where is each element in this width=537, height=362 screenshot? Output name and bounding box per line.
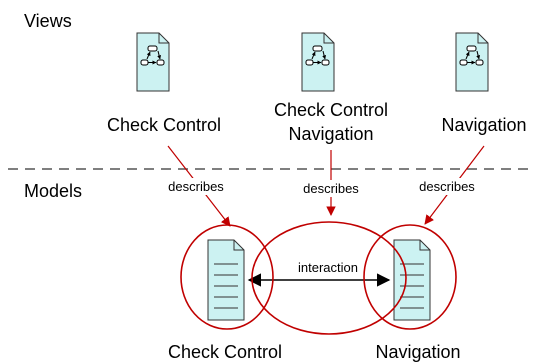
view-document-icon-check-control-navigation — [302, 33, 334, 91]
view-label-navigation: Navigation — [441, 115, 526, 135]
view-document-icon-check-control — [137, 33, 169, 91]
interaction-label-bg — [291, 259, 365, 276]
view-document-icon-navigation — [456, 33, 488, 91]
view-label-check-control: Check Control — [107, 115, 221, 135]
describes-label-check-control-navigation: describes — [303, 181, 359, 196]
model-document-icon-navigation — [393, 239, 431, 321]
describes-label-check-control: describes — [168, 179, 224, 194]
model-circle-navigation — [363, 224, 457, 330]
describes-label-bg-3 — [413, 178, 481, 195]
view-label-check-control-navigation-line2: Navigation — [288, 124, 373, 144]
model-label-check-control: Check Control — [168, 342, 282, 362]
describes-label-bg-1 — [162, 178, 230, 195]
model-circle-check-control — [180, 224, 274, 330]
models-section-label: Models — [24, 181, 82, 201]
interaction-label: interaction — [298, 260, 358, 275]
view-label-check-control-navigation-line1: Check Control — [274, 100, 388, 120]
model-circle-check-control-navigation — [251, 221, 407, 335]
describes-label-bg-2 — [297, 180, 365, 197]
model-label-navigation: Navigation — [375, 342, 460, 362]
describes-label-navigation: describes — [419, 179, 475, 194]
views-section-label: Views — [24, 11, 72, 31]
model-document-icon-check-control — [207, 239, 245, 321]
